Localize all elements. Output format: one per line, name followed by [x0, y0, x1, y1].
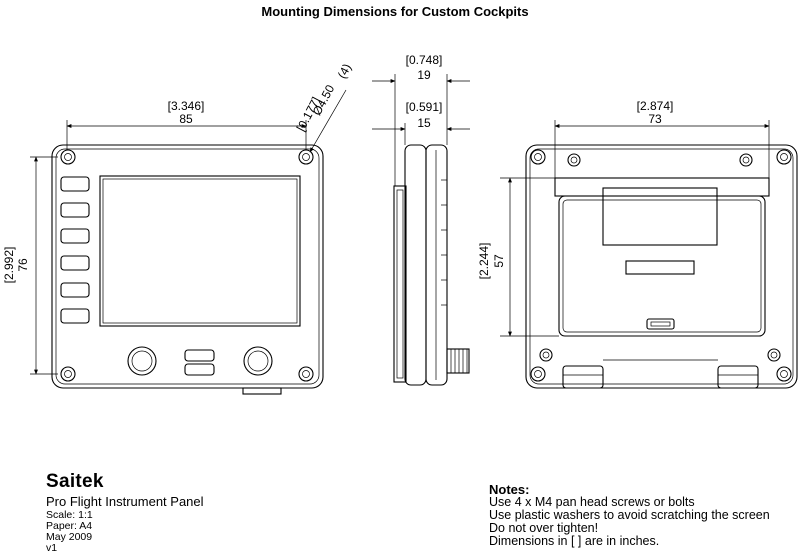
back-holes-inner: [539, 153, 781, 362]
back-slot: [625, 260, 695, 275]
side-depth-body-inches: [0.591]: [406, 100, 443, 114]
mounting-holes-back: [530, 149, 792, 382]
back-cover: [554, 177, 770, 337]
front-width-inches: [3.346]: [168, 99, 205, 113]
soft-buttons: [60, 176, 90, 324]
side-depth-body-mm: 15: [417, 116, 431, 130]
brand-logo: Saitek: [46, 471, 104, 492]
front-panel-outline: [51, 144, 324, 389]
paper-text: Paper: A4: [46, 520, 93, 532]
note-item: Use 4 x M4 pan head screws or bolts: [489, 495, 695, 509]
back-label-area: [602, 187, 718, 246]
usb-port: [646, 318, 675, 330]
rotary-knob-left: [127, 346, 157, 376]
side-body: [404, 144, 427, 386]
rotary-knob-right: [243, 346, 273, 376]
side-view: [0.748] 19 [0.591] 15: [372, 53, 470, 386]
display-screen: [99, 175, 301, 327]
side-grooves: [441, 179, 447, 306]
date-text: May 2009: [46, 531, 93, 543]
drawing-title: Mounting Dimensions for Custom Cockpits: [261, 4, 529, 19]
back-height-mm: 57: [492, 254, 506, 268]
back-view: [2.874] 73 [2.244] 57: [477, 99, 798, 389]
center-buttons: [184, 349, 215, 376]
back-height-inches: [2.244]: [477, 243, 491, 280]
side-knob: [446, 348, 470, 374]
connector-tab: [242, 387, 282, 395]
side-bezel: [425, 144, 448, 386]
side-depth-total-mm: 19: [417, 68, 431, 82]
mounting-holes-front: [60, 149, 314, 382]
scale-text: Scale: 1:1: [46, 509, 93, 521]
note-item: Do not over tighten!: [489, 521, 599, 535]
note-item: Dimensions in [ ] are in inches.: [489, 534, 660, 548]
back-width-inches: [2.874]: [637, 99, 674, 113]
back-width-mm: 73: [648, 112, 662, 126]
front-width-mm: 85: [179, 112, 193, 126]
note-item: Use plastic washers to avoid scratching …: [489, 508, 770, 522]
front-height-mm: 76: [16, 258, 30, 272]
product-name: Pro Flight Instrument Panel: [46, 494, 204, 509]
back-feet: [562, 359, 759, 389]
front-view: [3.346] 85 [2.992] 76 [0.177] Ø4.50 (4): [2, 61, 354, 395]
side-depth-total-inches: [0.748]: [406, 53, 443, 67]
back-panel-outline: [525, 144, 798, 389]
hole-count: (4): [335, 61, 354, 81]
notes-heading: Notes:: [489, 482, 530, 497]
front-height-inches: [2.992]: [2, 247, 16, 284]
version-text: v1: [46, 542, 58, 554]
side-bracket: [393, 185, 407, 383]
